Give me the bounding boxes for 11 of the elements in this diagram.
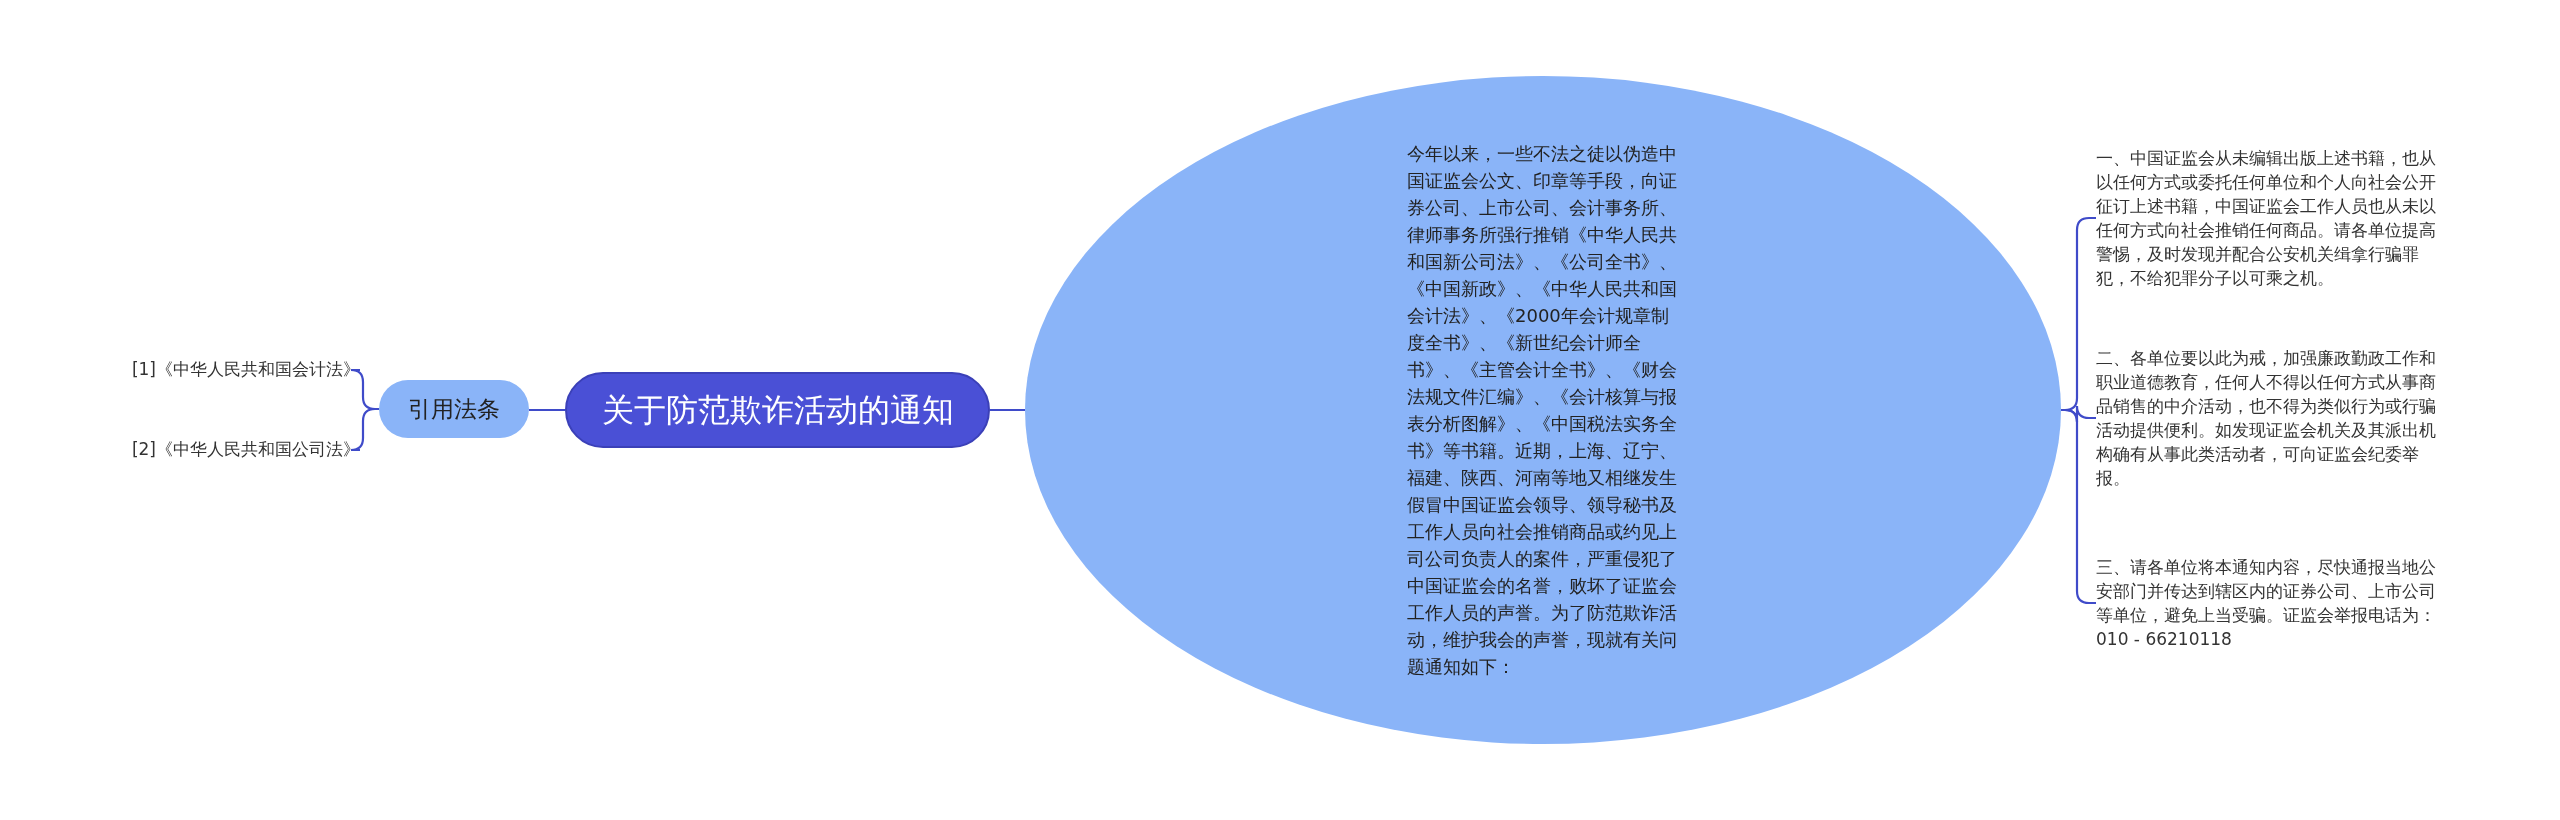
topic-text: 三、请各单位将本通知内容，尽快通报当地公安部门并传达到辖区内的证券公司、上市公司等单位，避免上当受骗。证监会举报电话为：010 - 66210118 bbox=[2096, 556, 2437, 651]
topic-text: 引用法条 bbox=[408, 394, 500, 424]
connector bbox=[529, 408, 565, 412]
topic-text: [1]《中华人民共和国会计法》 bbox=[131, 358, 360, 382]
topic-text: 今年以来，一些不法之徒以伪造中国证监会公文、印章等手段，向证券公司、上市公司、会计事务所、律师事务所强行推销《中华人民共和国新公司法》、《公司全书》、《中国新政》、《中华人民共和国会计法》、《2000年会计规章制度全书》、《新世纪会计师全书》、《主管会计全书》、《财会法规文件汇编》、《会计核算与报表分析图解》、《中国税法实务全书》等书籍。近期，上海、辽宁、福建、陕西、河南等地又相继发生假冒中国证监会领导、领导秘书及工作人员向社会推销商品或约见上司公司负责人的案件，严重侵犯了中国证监会的名誉，败坏了证监会工作人员的声誉。为了防范欺诈活动，维护我会的声誉，现就有关问题通知如下： bbox=[1407, 142, 1678, 679]
topic-text: 一、中国证监会从未编辑出版上述书籍，也从以任何方式或委托任何单位和个人向社会公开征订上述书籍，中国证监会工作人员也从未以任何方式向社会推销任何商品。请各单位提高警惕，及时发现并配合公安机关缉拿行骗罪犯，不给犯罪分子以可乘之机。 bbox=[2096, 147, 2437, 290]
branch-topic bbox=[379, 380, 529, 438]
connector bbox=[990, 408, 1025, 412]
topic-text: 二、各单位要以此为戒，加强廉政勤政工作和职业道德教育，任何人不得以任何方式从事商品销售的中介活动，也不得为类似行为或行骗活动提供便利。如发现证监会机关及其派出机构确有从事此类活动者，可向证监会纪委举报。 bbox=[2096, 347, 2437, 490]
topic-text: [2]《中华人民共和国公司法》 bbox=[131, 438, 360, 462]
topic-text: 关于防范欺诈活动的通知 bbox=[601, 390, 954, 431]
